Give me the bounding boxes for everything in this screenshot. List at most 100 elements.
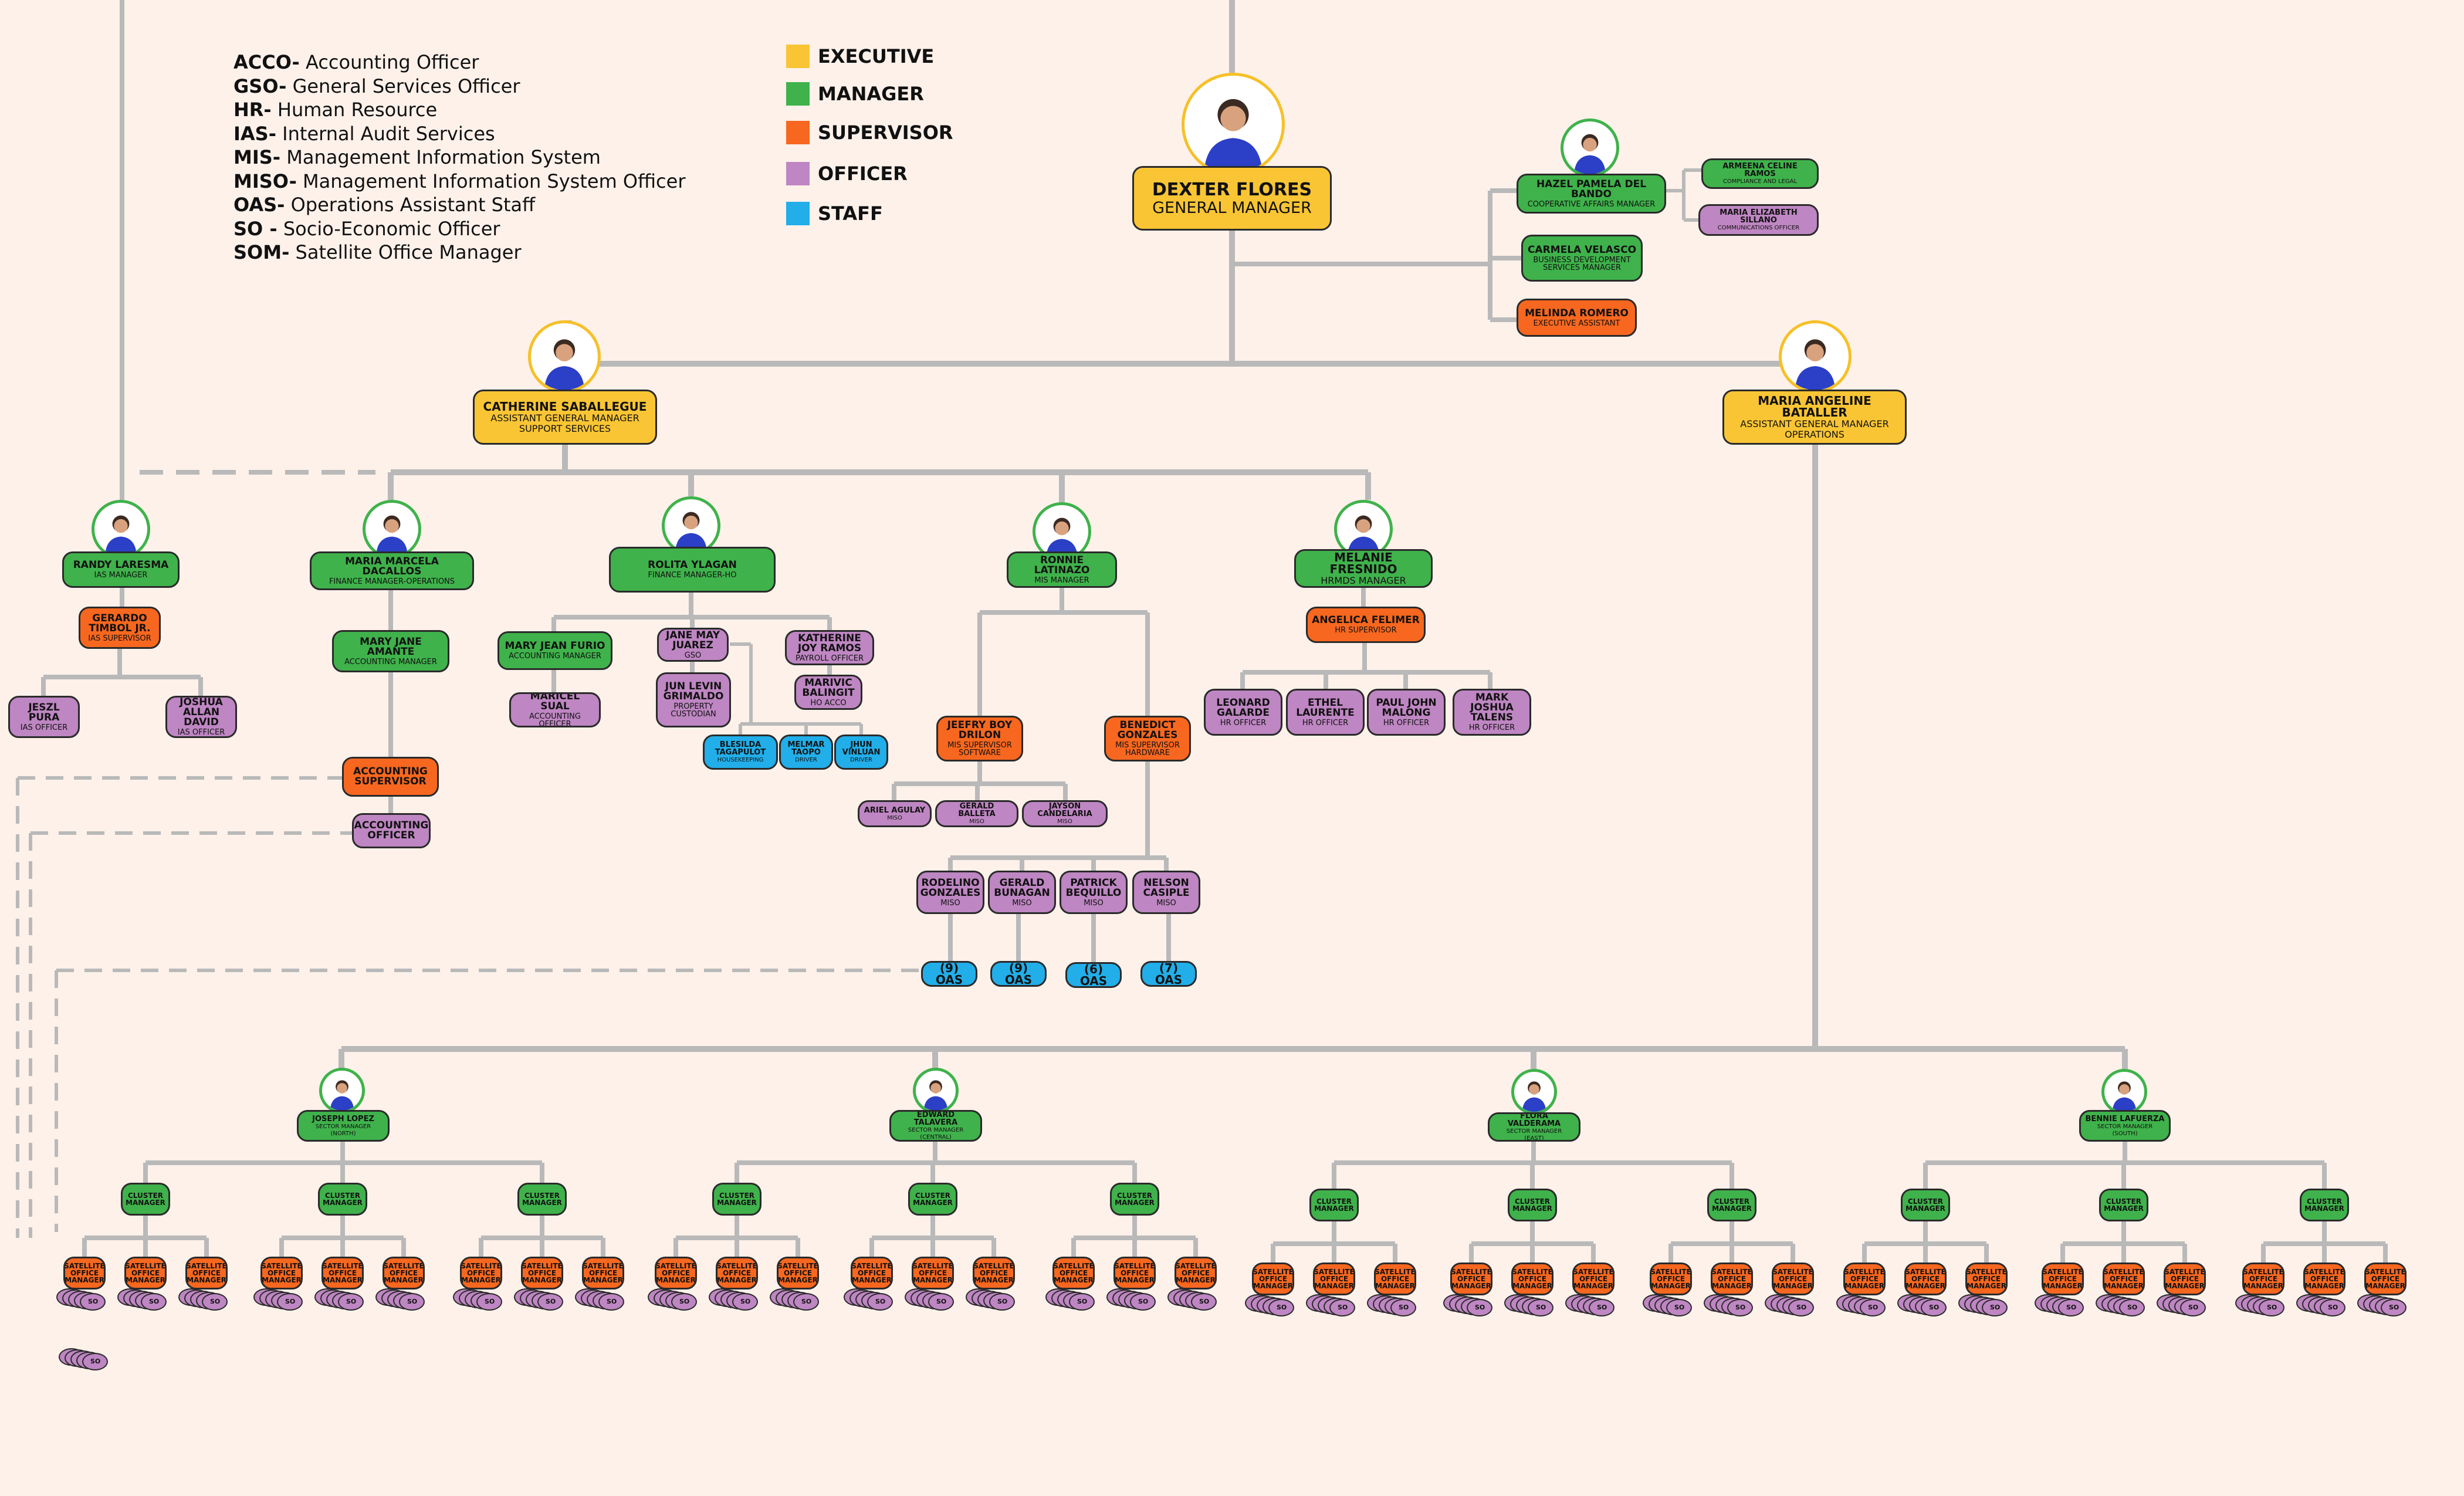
node-label: SATELLITE OFFICE MANAGER	[261, 1262, 302, 1284]
cluster-manager-node: CLUSTER MANAGER	[318, 1183, 367, 1216]
so-stack: SO	[648, 1288, 706, 1315]
satellite-office-manager-node: SATELLITE OFFICE MANAGER	[124, 1257, 167, 1289]
so-stack: SO	[2096, 1294, 2154, 1321]
so-label: SO	[1338, 1304, 1348, 1311]
so-label: SO	[346, 1298, 357, 1305]
so-label: SO	[88, 1298, 99, 1305]
so-label: SO	[1536, 1304, 1546, 1311]
satellite-office-manager-node: SATELLITE OFFICE MANAGER	[2303, 1263, 2345, 1295]
node-label: SATELLITE OFFICE MANAGER	[655, 1262, 696, 1284]
node-label: SATELLITE OFFICE MANAGER	[2243, 1268, 2284, 1290]
node-label: SATELLITE OFFICE MANAGER	[1711, 1268, 1752, 1290]
so-chip	[732, 1293, 758, 1311]
node-label: SATELLITE OFFICE MANAGER	[2042, 1268, 2083, 1290]
satellite-office-manager-node: SATELLITE OFFICE MANAGER	[2364, 1263, 2407, 1295]
satellite-office-manager-node: SATELLITE OFFICE MANAGER	[1113, 1257, 1156, 1289]
so-stack: SO	[1765, 1294, 1823, 1321]
node-label: SATELLITE OFFICE MANAGER	[522, 1262, 563, 1284]
satellite-office-manager-node: SATELLITE OFFICE MANAGER	[1313, 1263, 1355, 1295]
so-chip	[1788, 1299, 1814, 1316]
flora-photo	[1511, 1069, 1557, 1115]
so-label: SO	[407, 1298, 418, 1305]
so-chip	[2058, 1299, 2084, 1316]
marcela-photo	[363, 500, 421, 559]
so-stack: SO	[1897, 1294, 1956, 1321]
node-label: SATELLITE OFFICE MANAGER	[383, 1262, 424, 1284]
node-label: SATELLITE OFFICE MANAGER	[1573, 1268, 1614, 1290]
so-chip	[989, 1293, 1015, 1311]
node-label: SATELLITE OFFICE MANAGER	[1772, 1268, 1813, 1290]
satellite-office-manager-node: SATELLITE OFFICE MANAGER	[460, 1257, 502, 1289]
satellite-office-manager-node: SATELLITE OFFICE MANAGER	[851, 1257, 893, 1289]
node-label: CLUSTER MANAGER	[913, 1192, 953, 1207]
so-label: SO	[740, 1298, 751, 1305]
legend-item: SOM- Satellite Office Manager	[233, 241, 522, 263]
so-label: SO	[1077, 1298, 1088, 1305]
person-icon	[1795, 339, 1836, 390]
node-label: CLUSTER MANAGER	[1115, 1192, 1155, 1207]
node-label: CLUSTER MANAGER	[1512, 1197, 1552, 1213]
satellite-office-manager-node: SATELLITE OFFICE MANAGER	[1252, 1263, 1294, 1295]
so-stack: SO	[1704, 1294, 1762, 1321]
legend-item: HR- Human Resource	[233, 99, 438, 121]
satellite-office-manager-node: SATELLITE OFFICE MANAGER	[1175, 1257, 1217, 1289]
so-stack: SO	[1504, 1294, 1563, 1321]
rolita-photo	[662, 496, 720, 555]
so-label: SO	[546, 1298, 556, 1305]
satellite-office-manager-node: SATELLITE OFFICE MANAGER	[1052, 1257, 1095, 1289]
so-stack: SO	[1167, 1288, 1226, 1315]
node-label: SATELLITE OFFICE MANAGER	[2164, 1268, 2205, 1290]
node-label: CLUSTER MANAGER	[2304, 1197, 2344, 1213]
so-stack: SO	[1443, 1294, 1502, 1321]
satellite-office-manager-node: SATELLITE OFFICE MANAGER	[973, 1257, 1015, 1289]
accounting-officer-node: ACCOUNTING OFFICER	[352, 813, 431, 848]
so-stack: SO	[1836, 1294, 1895, 1321]
cluster-manager-node: CLUSTER MANAGER	[1508, 1189, 1557, 1221]
node-label: SATELLITE OFFICE MANAGER	[2103, 1268, 2144, 1290]
cluster-manager-node: CLUSTER MANAGER	[2099, 1189, 2148, 1221]
so-stack: SO	[575, 1288, 634, 1315]
legend-item: MISO- Management Information System Offi…	[233, 170, 686, 192]
so-label: SO	[285, 1298, 296, 1305]
node-label: CLUSTER MANAGER	[126, 1192, 165, 1207]
cluster-manager-node: CLUSTER MANAGER	[121, 1183, 170, 1216]
so-label: SO	[1796, 1304, 1807, 1311]
person-icon	[1046, 517, 1078, 558]
so-label: SO	[2066, 1304, 2077, 1311]
so-chip	[793, 1293, 819, 1311]
cluster-manager-node: CLUSTER MANAGER	[908, 1183, 957, 1216]
so-chip	[141, 1293, 167, 1311]
so-label: SO	[2328, 1304, 2338, 1311]
so-stack: SO	[1367, 1294, 1426, 1321]
so-stack: SO	[905, 1288, 963, 1315]
so-label: SO	[210, 1298, 221, 1305]
so-label: SO	[485, 1298, 495, 1305]
so-chip	[399, 1293, 425, 1311]
node-label: CLUSTER MANAGER	[1314, 1197, 1354, 1213]
so-label: SO	[149, 1298, 160, 1305]
so-chip	[671, 1293, 697, 1311]
cluster-manager-node: CLUSTER MANAGER	[1901, 1189, 1950, 1221]
so-label: SO	[936, 1298, 947, 1305]
person-icon	[330, 1080, 354, 1111]
so-stack: SO	[844, 1288, 902, 1315]
so-chip	[2119, 1299, 2145, 1316]
so-label: SO	[90, 1358, 101, 1365]
color-key-manager: MANAGER	[786, 82, 924, 106]
